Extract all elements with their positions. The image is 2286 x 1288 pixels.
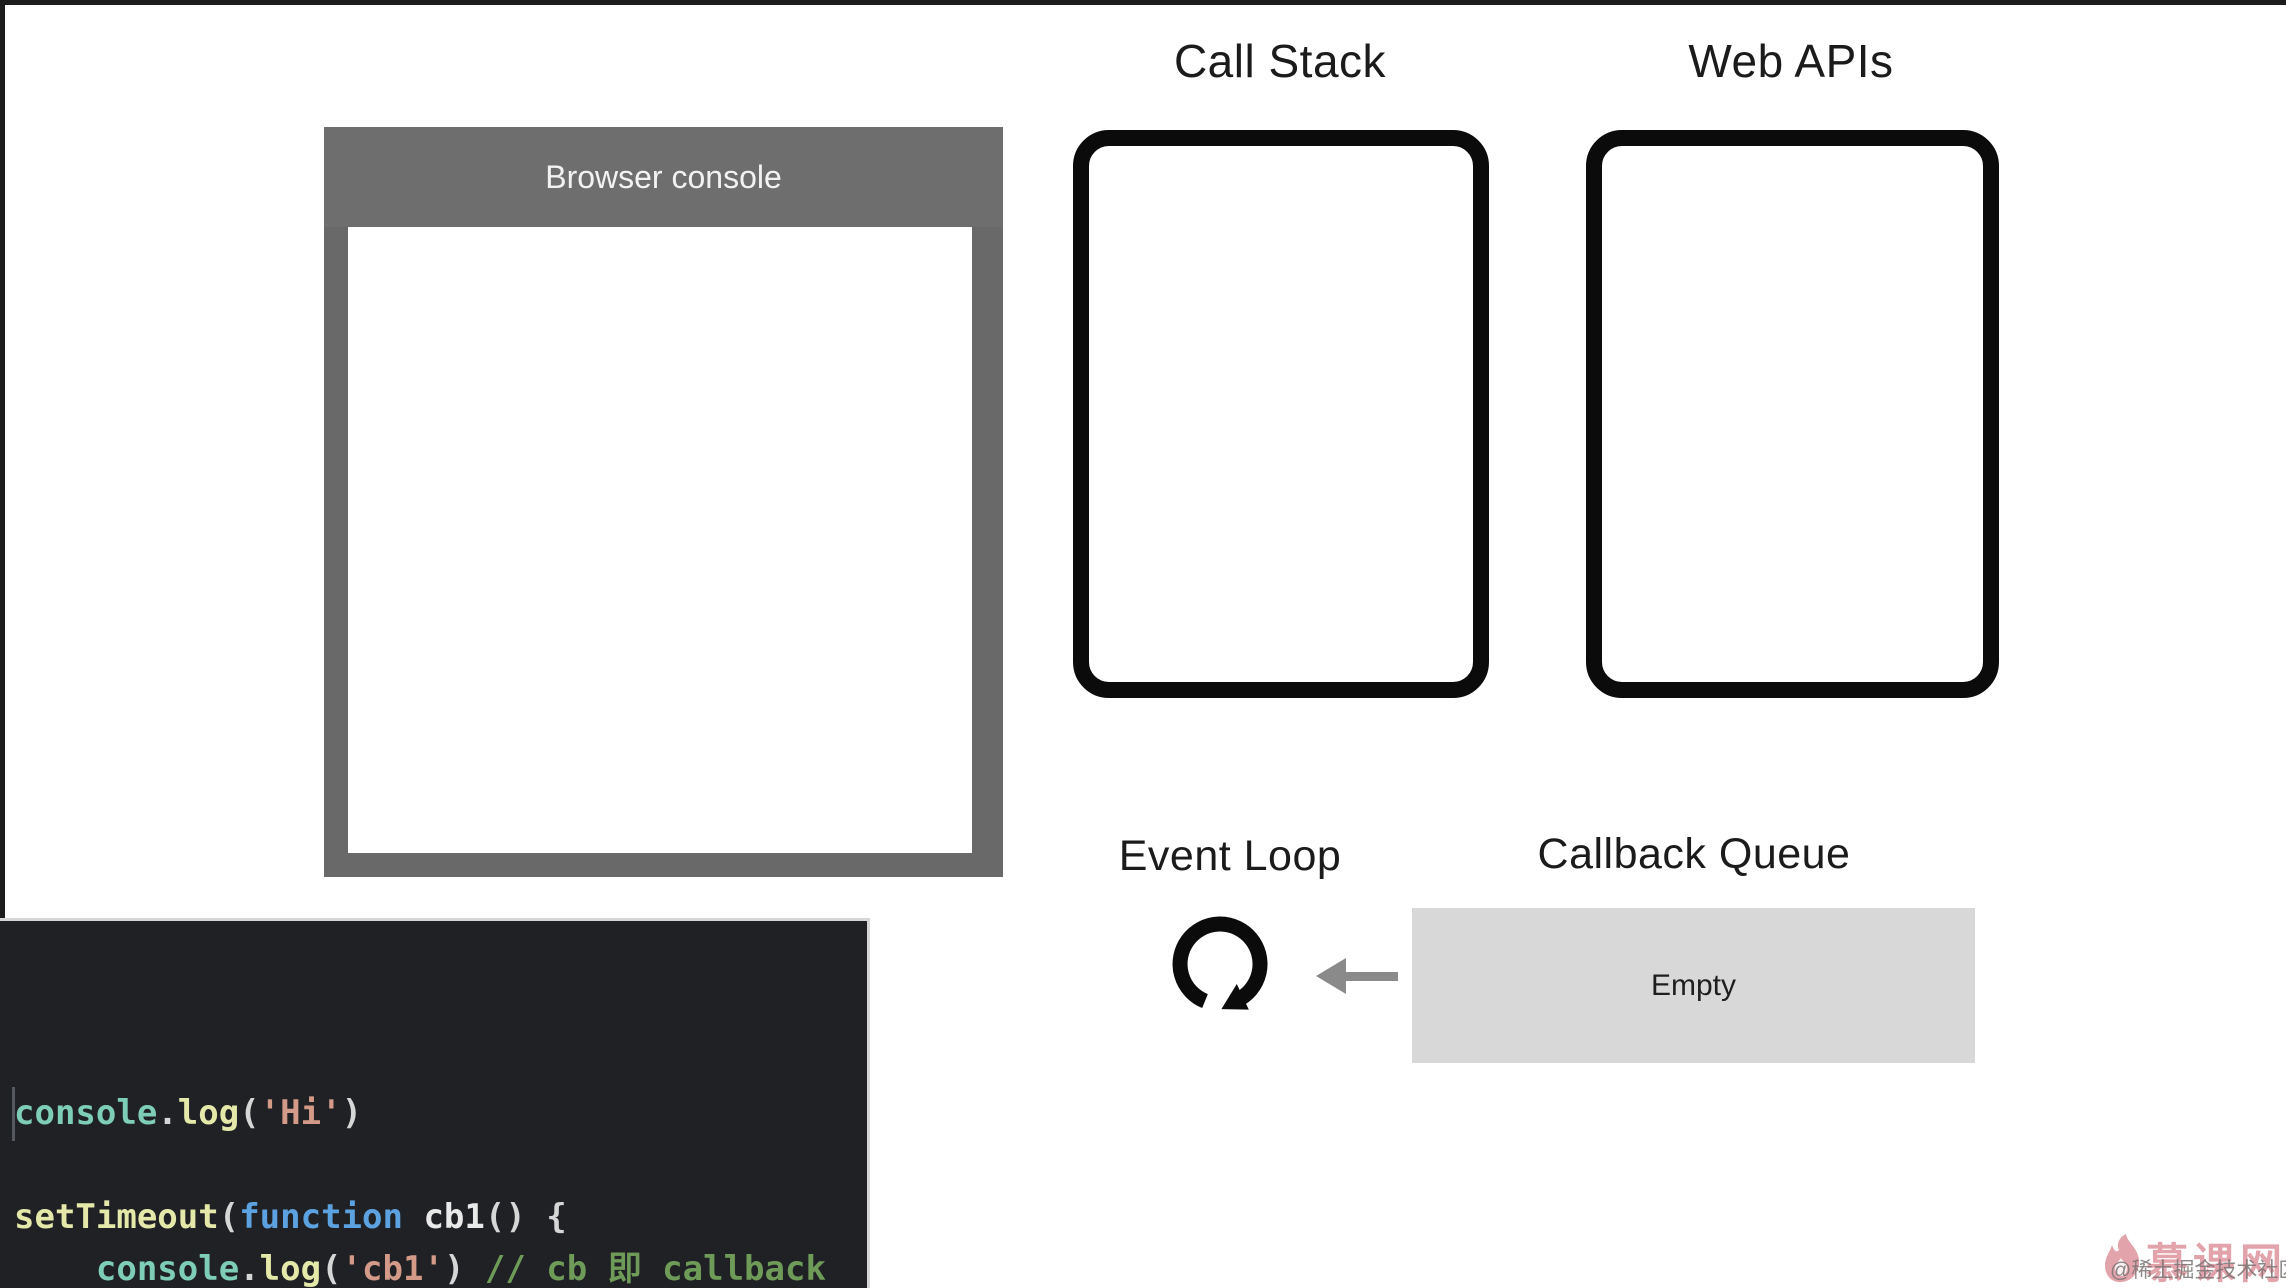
- left-border-line: [0, 0, 5, 920]
- browser-console-window: Browser console: [324, 127, 1003, 877]
- callback-queue-label: Callback Queue: [1537, 830, 1851, 878]
- circular-arrow-icon: [1172, 916, 1268, 1010]
- top-border-line: [0, 0, 2286, 5]
- code-line: console.log('Hi'): [14, 1093, 363, 1133]
- call-stack-label: Call Stack: [1173, 35, 1387, 87]
- web-apis-label: Web APIs: [1688, 35, 1894, 87]
- code-line: console.log('cb1') // cb 即 callback: [95, 1249, 826, 1288]
- callback-queue-content: Empty: [1650, 968, 1737, 1002]
- browser-console-output-area: [348, 227, 972, 853]
- web-apis-box: [1586, 130, 1999, 698]
- flame-logo-icon: [2105, 1234, 2140, 1283]
- callback-queue-box: Empty: [1412, 908, 1975, 1063]
- brand-watermark-text: 慕课网: [2146, 1240, 2286, 1287]
- left-arrow-icon: [1316, 958, 1398, 994]
- code-line: setTimeout(function cb1() {: [14, 1197, 567, 1237]
- code-line: [14, 1139, 867, 1191]
- browser-console-title: Browser console: [324, 127, 1003, 227]
- code-editor-snippet: console.log('Hi') setTimeout(function cb…: [0, 918, 870, 1288]
- indent-guide-line: [12, 1087, 15, 1141]
- event-loop-label: Event Loop: [1118, 832, 1342, 880]
- community-watermark-text: @稀土掘金技术社区: [2110, 1259, 2286, 1282]
- call-stack-box: [1073, 130, 1489, 698]
